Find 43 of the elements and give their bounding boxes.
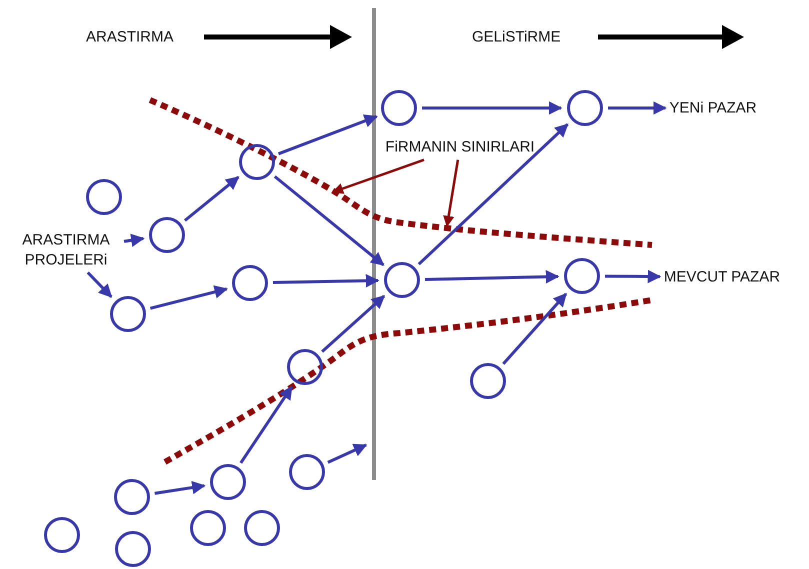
arrow <box>604 270 662 284</box>
arrow <box>150 285 228 310</box>
circle-node <box>289 454 325 490</box>
circle-node <box>239 144 275 180</box>
circle-node <box>115 531 151 567</box>
arrow <box>154 480 206 495</box>
arrow <box>274 175 384 266</box>
leader-line <box>332 158 424 194</box>
circle-node <box>114 479 150 515</box>
circle-node <box>110 296 146 332</box>
circle-node <box>190 510 226 546</box>
arrow <box>327 444 368 464</box>
arrow <box>608 101 667 115</box>
phase-label: ARASTIRMA <box>86 28 174 46</box>
phase-label: GELiSTiRME <box>472 28 561 46</box>
circle-node <box>384 262 420 298</box>
circle-node <box>86 179 122 215</box>
arrow <box>184 176 240 222</box>
circle-node <box>381 90 417 126</box>
arrow <box>272 274 380 288</box>
arrow <box>124 234 145 247</box>
arrow <box>240 386 293 464</box>
arrow <box>321 294 386 353</box>
node-label: FiRMANIN SINIRLARI <box>385 137 535 157</box>
leader-line <box>443 160 460 228</box>
circle-node <box>287 349 323 385</box>
circle-node <box>44 517 80 553</box>
node-label: YENi PAZAR <box>669 98 757 118</box>
node-label: MEVCUT PAZAR <box>664 267 780 287</box>
circle-node <box>567 90 603 126</box>
circle-node <box>232 265 268 301</box>
arrow <box>424 270 560 284</box>
arrow <box>278 114 378 156</box>
circle-node <box>149 217 185 253</box>
arrow <box>502 292 568 365</box>
node-label: ARASTIRMA PROJELERi <box>11 230 121 270</box>
circle-node <box>470 363 506 399</box>
circle-node <box>244 510 280 546</box>
arrow <box>422 101 562 115</box>
arrow <box>86 271 112 298</box>
arrow <box>418 123 569 266</box>
circle-node <box>210 464 246 500</box>
circle-node <box>564 258 600 294</box>
